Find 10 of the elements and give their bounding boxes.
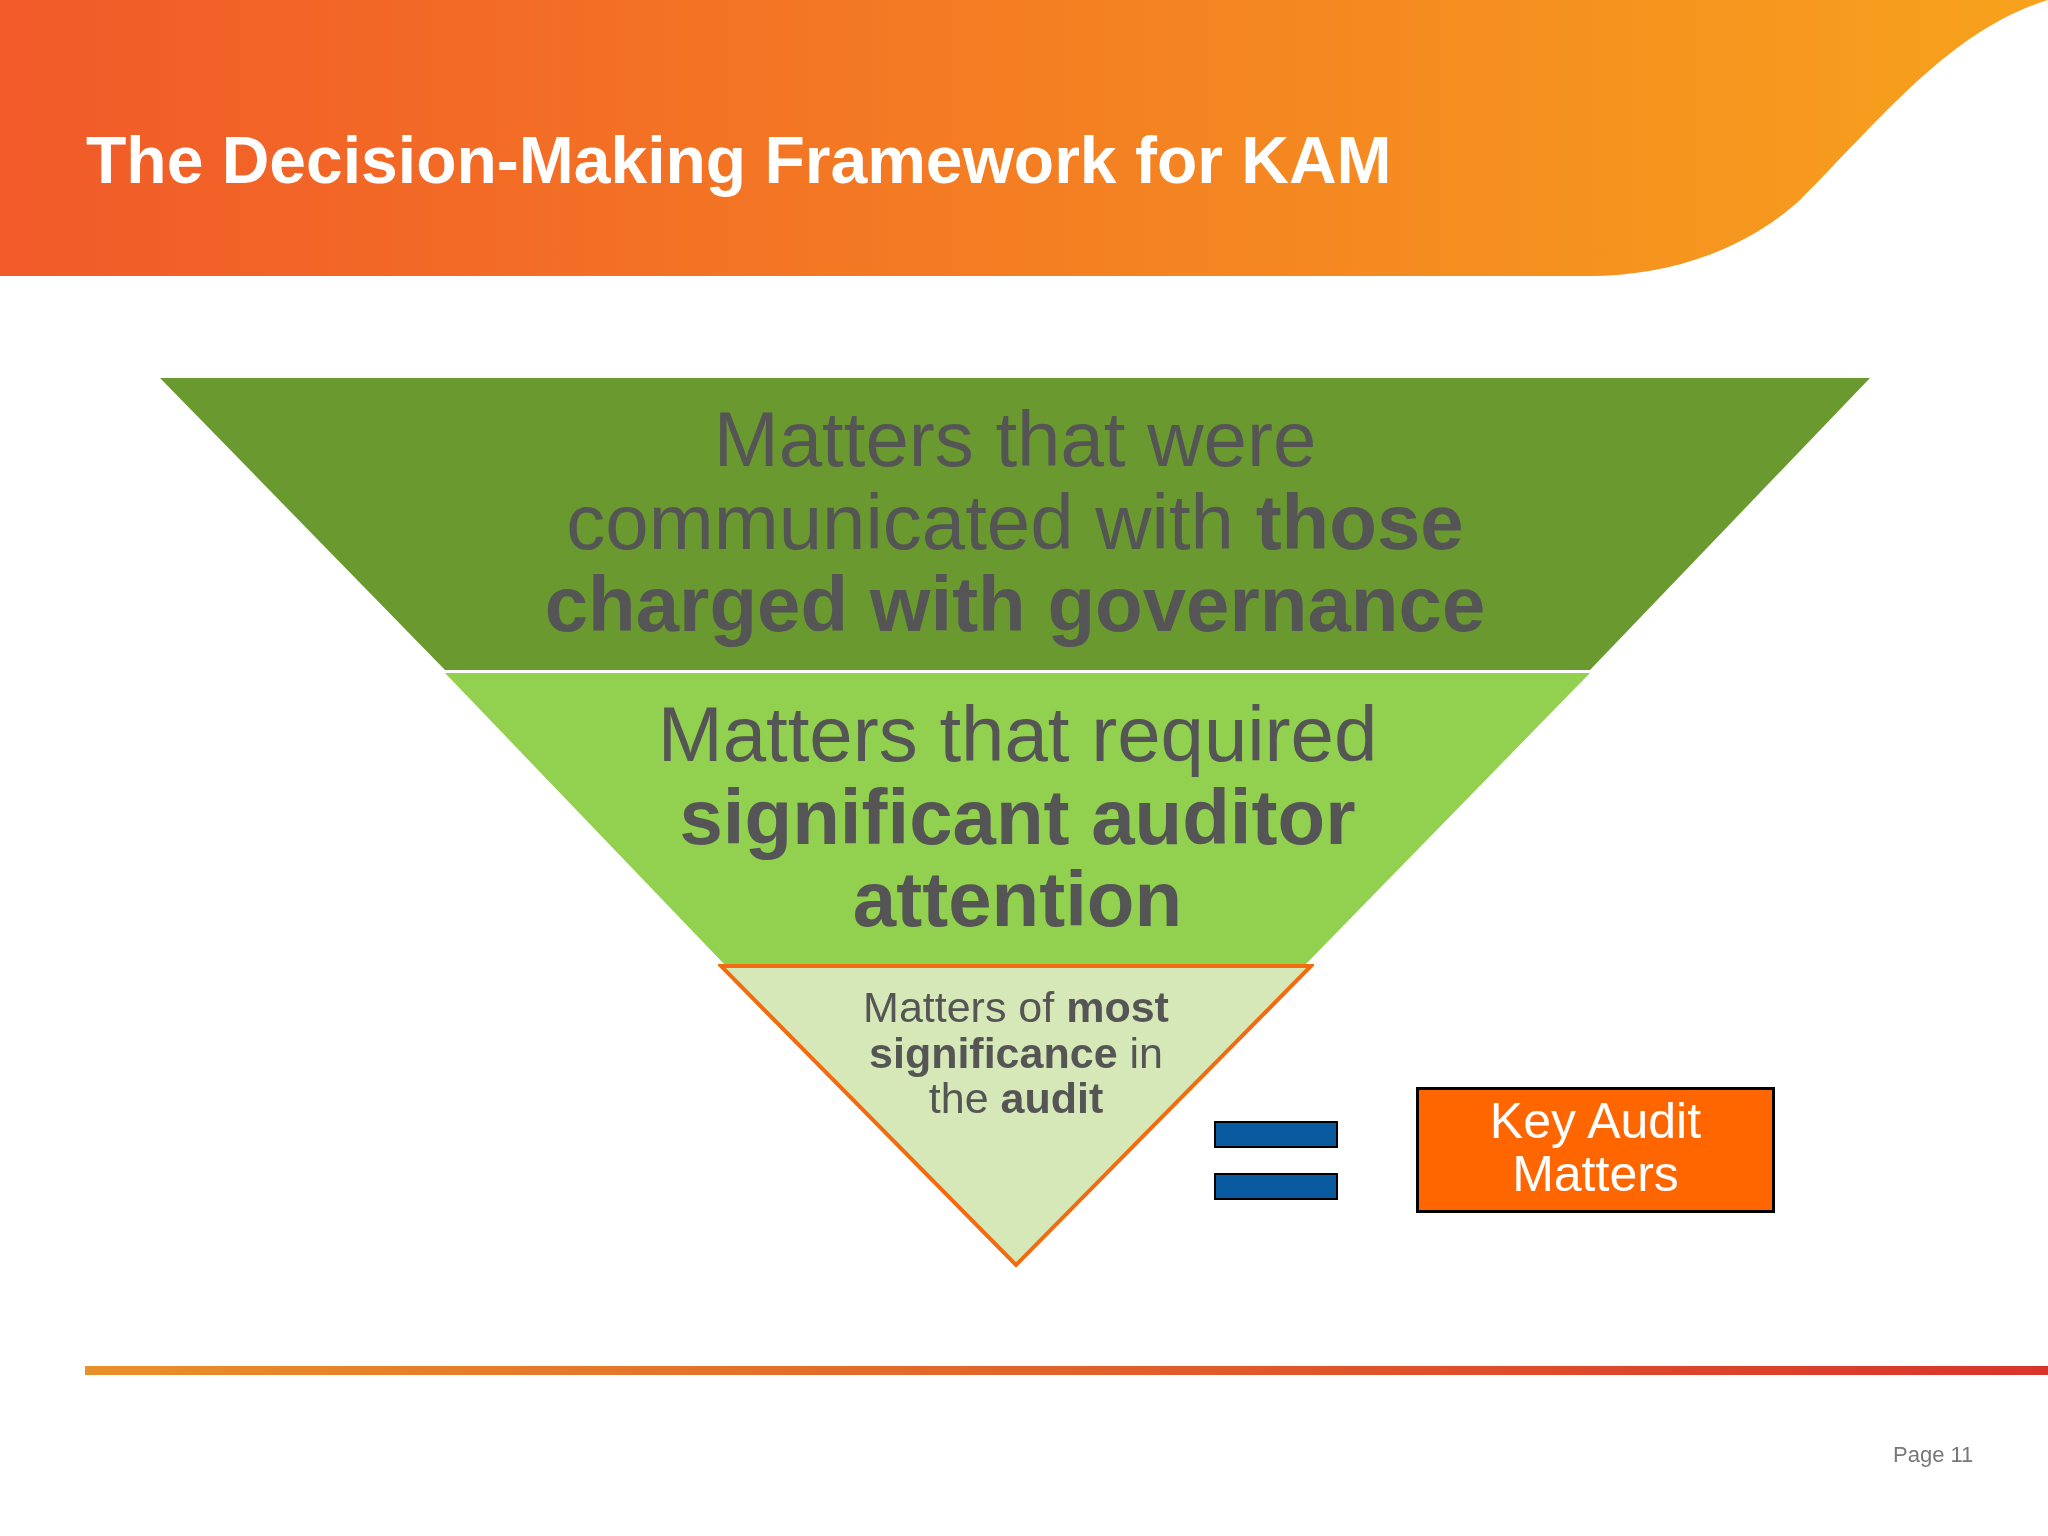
result-box — [1416, 1087, 1775, 1213]
box-label: Key Audit Matters — [1488, 1095, 1703, 1201]
band-text: Matters that were communicated with those charged with governance — [543, 398, 1487, 646]
band-text: Matters that required significant auditor attention — [656, 693, 1379, 941]
funnel-tip — [718, 963, 1314, 1268]
funnel-band — [160, 378, 1870, 670]
funnel-band — [445, 673, 1590, 965]
page-number: Page 11 — [1893, 1442, 1974, 1468]
band-text: Matters of most significance in the audit — [862, 985, 1170, 1122]
slide-title: The Decision-Making Framework for KAM — [86, 122, 1392, 198]
